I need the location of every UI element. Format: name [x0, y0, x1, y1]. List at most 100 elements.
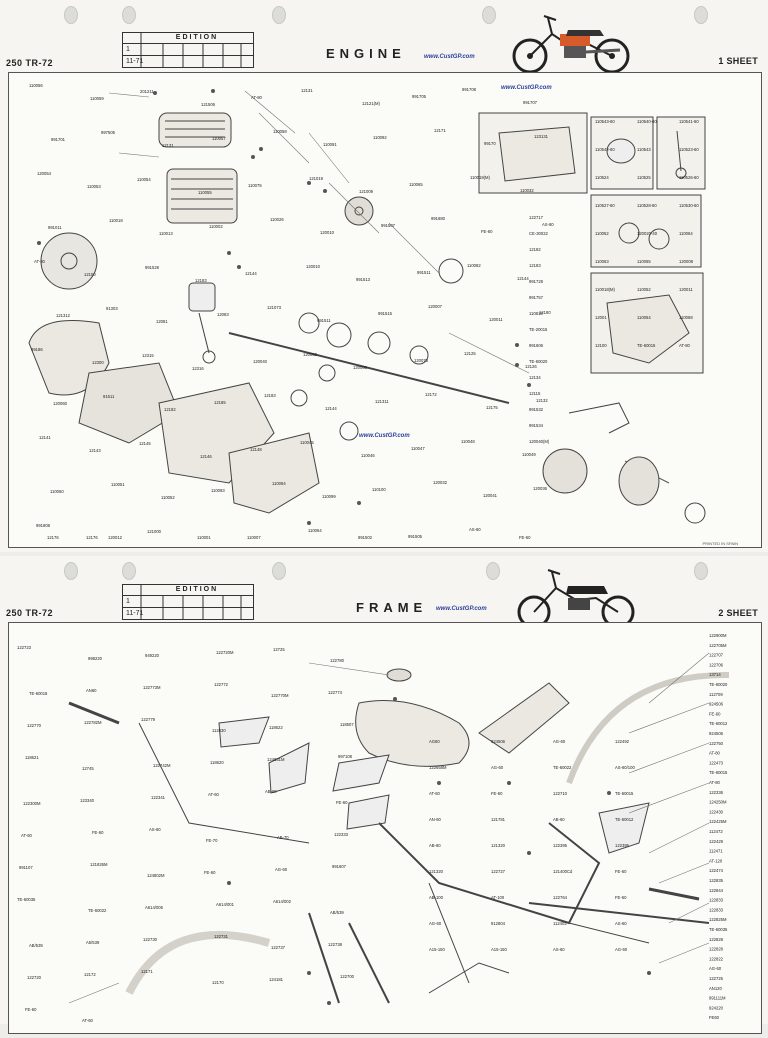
part-number-label: 110063: [595, 259, 609, 264]
part-number-label: 122723: [17, 645, 32, 650]
part-number-label: AT-60: [208, 792, 220, 797]
part-number-label: 110018: [109, 218, 123, 223]
part-number-label: 110541-60: [679, 119, 699, 124]
part-number-label: 991511: [317, 318, 331, 323]
part-number-label: AS-60: [149, 827, 161, 832]
part-number-label: 120012: [108, 535, 123, 540]
part-number-label: AN120: [709, 986, 722, 991]
part-number-label: 122770: [27, 723, 42, 728]
part-number-label: 122473: [709, 760, 724, 765]
edition-grid: [140, 33, 242, 67]
part-number-label: 122828: [709, 947, 724, 952]
page-title: ENGINE: [326, 46, 406, 61]
part-number-label: 12081: [156, 319, 168, 324]
part-number-label: 120040(M): [529, 439, 550, 444]
part-number-label: 122779: [141, 717, 156, 722]
part-number-label: 991513: [356, 277, 371, 282]
part-number-label: 110053: [87, 184, 101, 189]
part-number-label: 122710: [553, 791, 568, 796]
part-number-label: 110052: [595, 231, 609, 236]
part-number-label: 110064: [308, 528, 322, 533]
part-number-label: 120040: [253, 359, 268, 364]
part-number-label: 12121(M): [362, 101, 381, 106]
part-number-label: 110046: [361, 453, 375, 458]
part-number-label: 12171: [141, 969, 153, 974]
part-number-label: 110542-60: [595, 147, 615, 152]
part-number-label: 122300M: [23, 801, 41, 806]
part-number-label: AT-80: [709, 780, 721, 785]
part-number-label: 110530-60: [679, 203, 699, 208]
part-number-label: 120041: [483, 493, 498, 498]
part-number-label: 120020-40: [637, 231, 658, 236]
edition-row-1: 1: [126, 598, 130, 605]
part-number-label: FE-60: [92, 830, 104, 835]
punch-hole: [482, 6, 496, 24]
part-number-label: 991708: [462, 87, 477, 92]
part-number-label: AT-120: [709, 858, 723, 863]
part-number-label: 110058: [273, 129, 287, 134]
part-number-label: 110082: [467, 263, 481, 268]
part-number-label: 110527-60: [595, 203, 615, 208]
part-number-label: TE-60015: [615, 791, 634, 796]
part-number-label: 122727: [491, 869, 506, 874]
part-number-label: 12126: [525, 364, 537, 369]
part-number-label: 12745: [82, 766, 94, 771]
part-number-label: 120008: [679, 259, 694, 264]
part-number-label: FE-60: [204, 870, 216, 875]
part-number-label: 122828: [709, 937, 724, 942]
watermark-1: www.CustGP.com: [359, 433, 410, 439]
part-number-label: 110007: [247, 535, 261, 540]
part-number-label: TE-60015: [709, 770, 728, 775]
punch-hole: [486, 562, 500, 580]
part-number-label: AG-60: [429, 921, 442, 926]
part-number-label: 110065: [409, 182, 423, 187]
part-number-label: AB/539: [330, 910, 344, 915]
part-number-label: 110813: [529, 311, 543, 316]
part-number-label: 991707: [523, 100, 538, 105]
part-number-label: TE-60035: [17, 897, 36, 902]
part-number-label: 997505: [101, 130, 116, 135]
part-number-label: 110052: [637, 287, 651, 292]
part-number-label: 12183: [529, 263, 541, 268]
part-number-label: TE-60020: [529, 359, 548, 364]
part-number-label: 991511: [417, 270, 431, 275]
part-number-label: 12176: [86, 535, 98, 540]
part-number-label: 110528-60: [637, 203, 657, 208]
part-number-label: 110526-60: [679, 175, 699, 180]
part-number-label: 121312: [56, 313, 71, 318]
part-number-label: FE-60: [615, 895, 627, 900]
part-number-label: AB-100: [429, 895, 444, 900]
punch-hole: [122, 6, 136, 24]
part-number-label: 122833: [709, 898, 724, 903]
part-number-label: 122835: [709, 878, 724, 883]
part-number-label: 121320: [429, 869, 444, 874]
punch-hole: [694, 562, 708, 580]
part-number-label: 121506: [201, 102, 216, 107]
part-number-label: 991534: [529, 423, 544, 428]
part-number-label: 110064: [637, 315, 651, 320]
part-number-label: 99186: [31, 347, 43, 352]
part-number-label: 118622: [269, 725, 283, 730]
part-number-label: A15-150: [491, 947, 508, 952]
part-number-label: AB-60: [553, 817, 565, 822]
part-number-label: 122429: [709, 839, 724, 844]
part-number-label: 112402: [553, 921, 567, 926]
part-number-label: 120062: [303, 352, 318, 357]
part-number-label: 110068: [679, 315, 693, 320]
part-number-label: 110026: [270, 217, 284, 222]
part-number-label: 110048: [461, 439, 475, 444]
part-number-label: 121320: [491, 843, 506, 848]
part-number-label: 122770M: [271, 693, 289, 698]
part-number-label: 110059: [90, 96, 104, 101]
part-number-label: CE-30022: [529, 231, 549, 236]
part-number-label: TE-60020: [709, 682, 728, 687]
part-number-label: 122717: [529, 215, 544, 220]
part-number-label: 110032: [520, 188, 534, 193]
part-number-label: FE-60: [519, 535, 531, 540]
part-number-label: 122822: [709, 956, 724, 961]
part-number-label: 110045: [300, 440, 314, 445]
part-number-label: 124831M: [267, 757, 285, 762]
motorcycle-logo-icon: [517, 569, 635, 629]
part-number-label: 949220: [145, 653, 160, 658]
part-number-label: 91303: [106, 306, 118, 311]
